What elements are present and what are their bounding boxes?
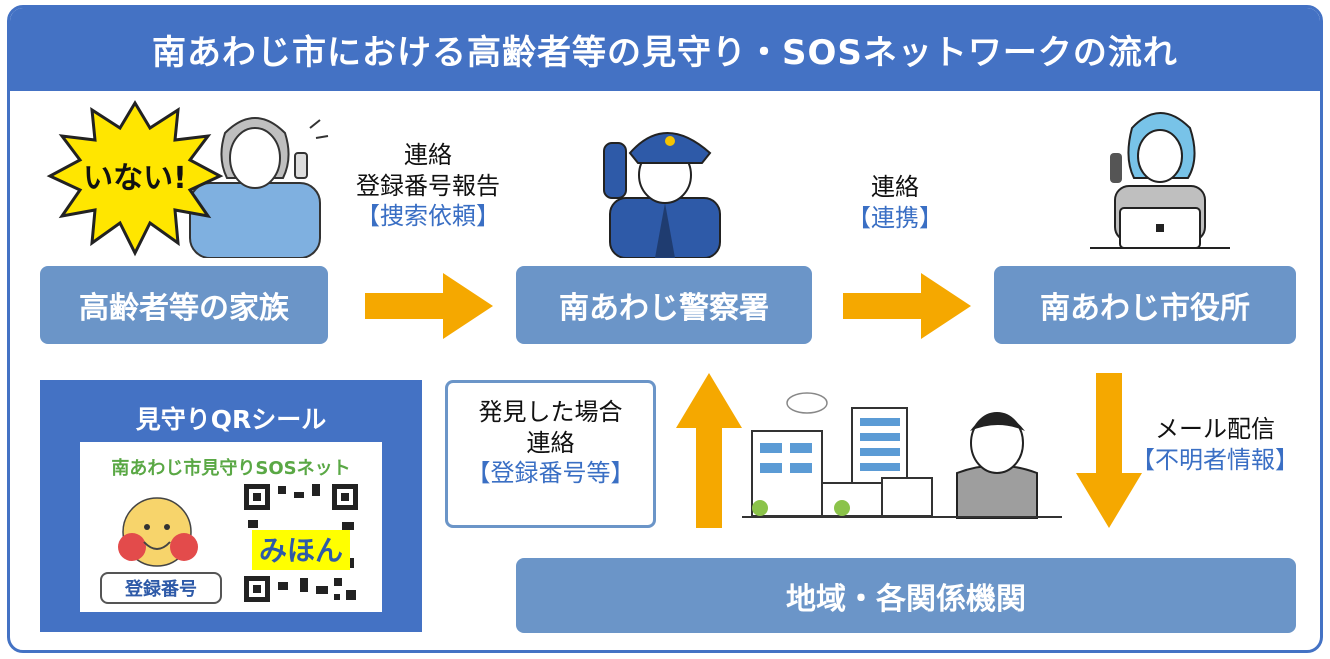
arrow-family-to-police: [365, 273, 493, 339]
diagram-frame: 南あわじ市における高齢者等の見守り・SOSネットワークの流れ いない! 高齢者等…: [7, 5, 1323, 653]
mascot-name-text: みほん: [259, 534, 343, 567]
node-city-office: 南あわじ市役所: [994, 266, 1296, 344]
label-city-to-community-line2: 【不明者情報】: [1131, 445, 1299, 474]
arrow-community-to-police: [676, 373, 742, 528]
label-family-to-police: 連絡 登録番号報告 【捜索依頼】: [348, 140, 508, 232]
qr-card-heading: 南あわじ市見守りSOSネット: [111, 458, 351, 479]
label-community-to-police-line2: 連絡: [526, 428, 575, 457]
label-family-to-police-line2: 登録番号報告: [356, 171, 500, 200]
label-police-to-city-line1: 連絡: [871, 173, 919, 201]
node-family: 高齢者等の家族: [40, 266, 328, 344]
qr-code-icon: みほん: [242, 482, 360, 604]
diagram-title: 南あわじ市における高齢者等の見守り・SOSネットワークの流れ: [10, 8, 1320, 91]
node-police: 南あわじ警察署: [516, 266, 812, 344]
node-community: 地域・各関係機関: [516, 558, 1296, 633]
label-city-to-community: メール配信 【不明者情報】: [1120, 414, 1310, 475]
family-illustration: いない!: [46, 100, 329, 258]
police-officer-illustration: [603, 132, 721, 258]
label-police-to-city-line2: 【連携】: [847, 203, 943, 232]
label-community-to-police: 発見した場合 連絡 【登録番号等】: [448, 397, 653, 489]
qr-sticker-card: 南あわじ市見守りSOSネット 登録番号: [80, 442, 382, 612]
label-community-to-police-line3: 【登録番号等】: [466, 459, 635, 488]
qr-panel-title: 見守りQRシール: [135, 405, 327, 434]
label-city-to-community-line1: メール配信: [1155, 415, 1275, 443]
burst-text: いない!: [83, 161, 187, 196]
register-number-label: 登録番号: [100, 572, 222, 604]
label-community-to-police-line1: 発見した場合: [478, 398, 623, 426]
arrow-city-to-community: [1076, 373, 1142, 528]
qr-sticker-panel: 見守りQRシール 南あわじ市見守りSOSネット 登録番号: [40, 380, 422, 632]
mascot-icon: [118, 497, 198, 567]
found-report-box: 発見した場合 連絡 【登録番号等】: [445, 380, 656, 528]
label-family-to-police-line1: 連絡: [404, 141, 452, 169]
city-staff-illustration: [1090, 112, 1230, 249]
label-police-to-city: 連絡 【連携】: [840, 172, 950, 233]
community-buildings-illustration: [742, 392, 1062, 519]
arrow-police-to-city: [843, 273, 971, 339]
label-family-to-police-line3: 【捜索依頼】: [356, 202, 500, 231]
